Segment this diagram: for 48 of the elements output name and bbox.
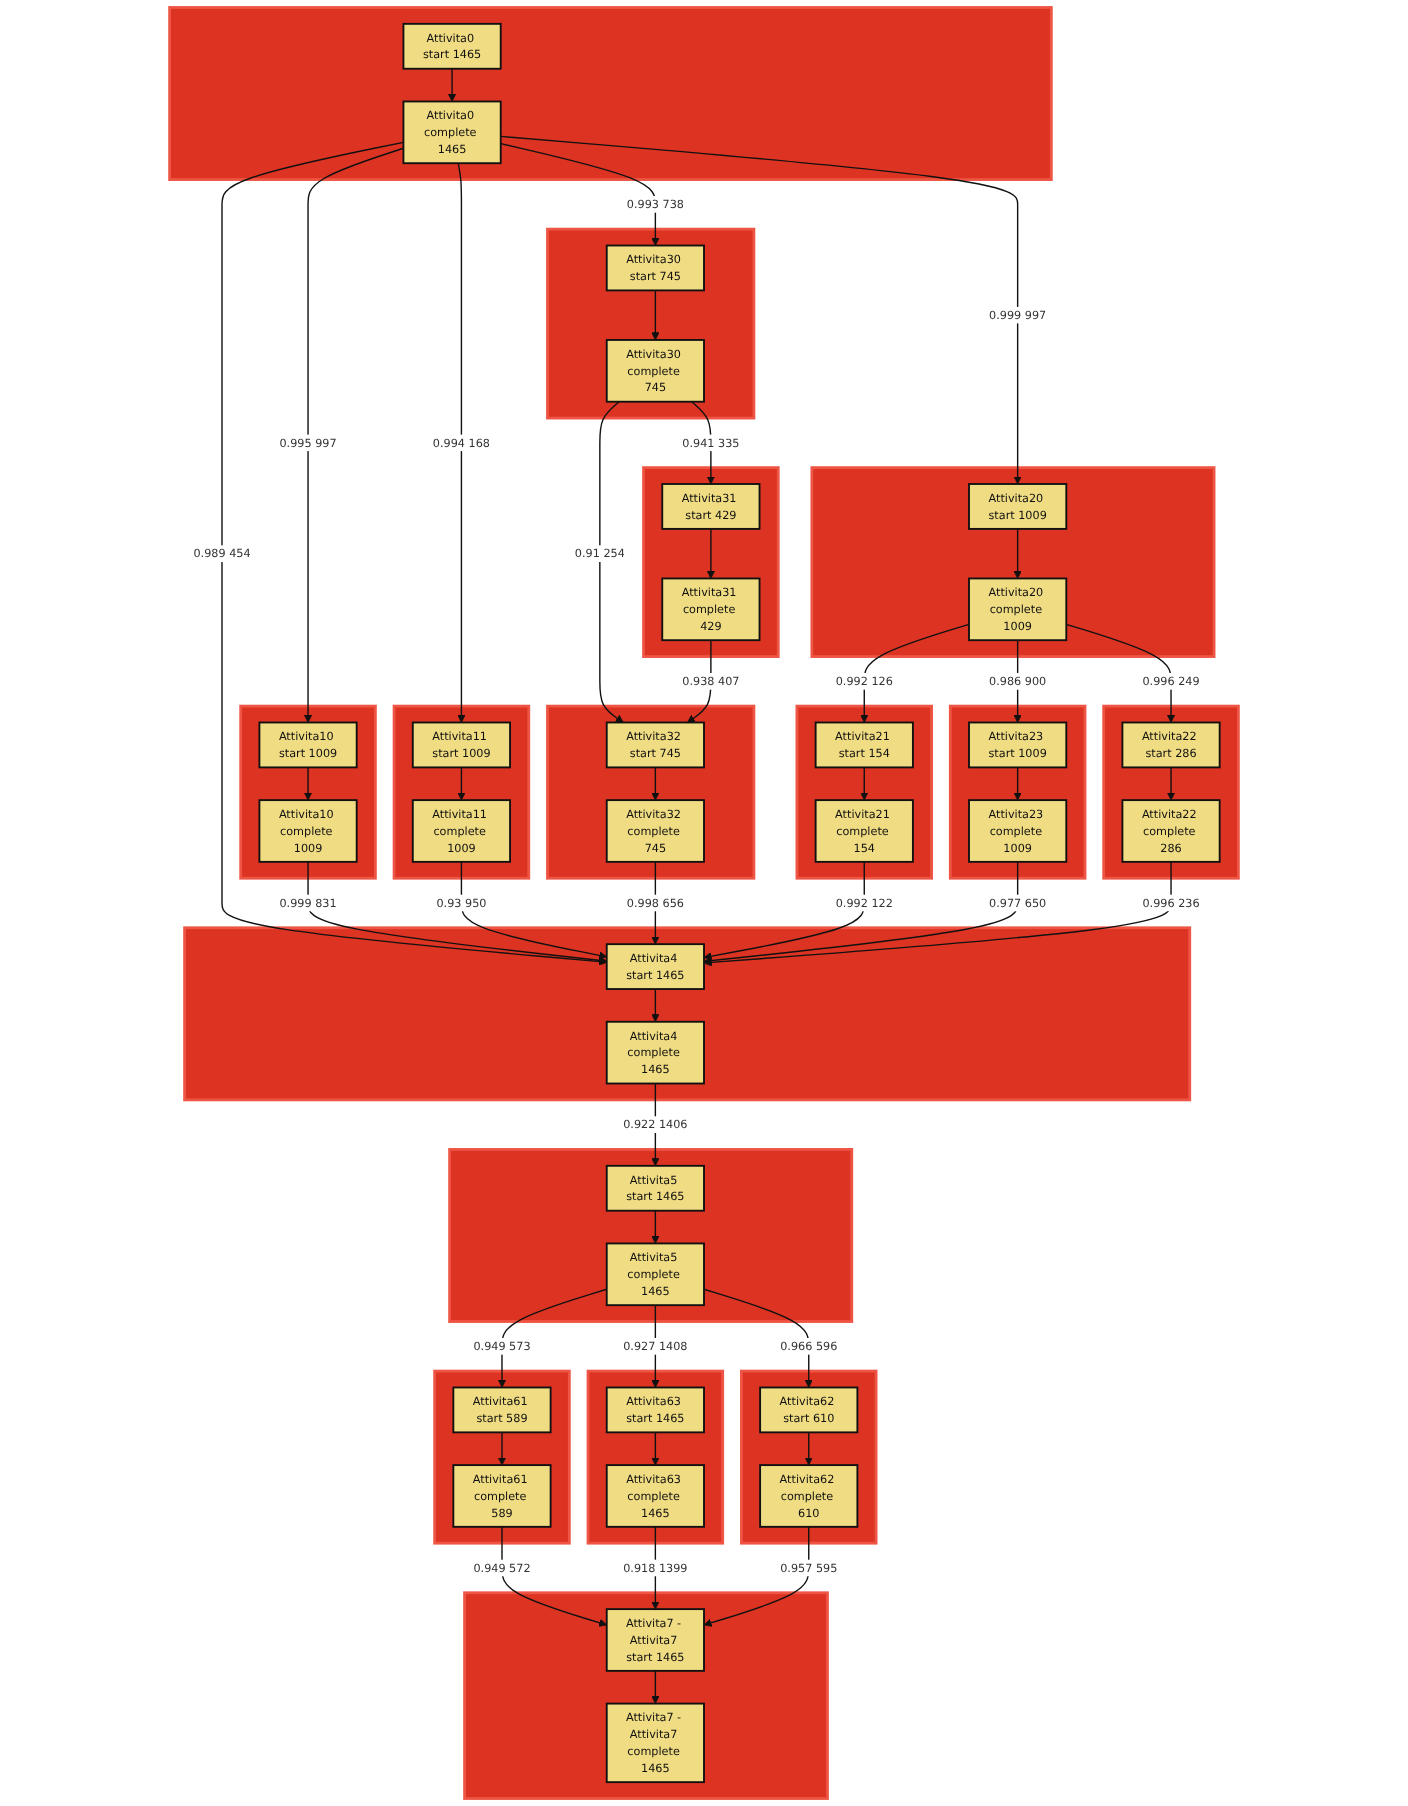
arrow: [457, 162, 466, 723]
arrow: [457, 766, 466, 801]
cluster: [795, 704, 933, 880]
cluster: [740, 1369, 878, 1545]
arrow: [703, 1288, 813, 1388]
arrow: [1013, 528, 1022, 579]
arrow: [706, 528, 715, 579]
arrow: [599, 401, 624, 723]
arrow: [307, 861, 608, 965]
arrow: [500, 142, 660, 246]
arrow: [703, 1526, 810, 1627]
arrow: [460, 861, 608, 960]
arrow: [221, 141, 608, 966]
arrow: [651, 766, 660, 801]
cluster: [948, 704, 1087, 880]
arrow: [703, 861, 865, 961]
arrow: [1013, 766, 1022, 801]
arrow: [651, 1431, 660, 1466]
cluster: [183, 926, 1192, 1102]
arrow: [447, 68, 457, 102]
arrow: [1166, 766, 1176, 801]
cluster: [546, 704, 756, 880]
cluster: [448, 1148, 854, 1323]
cluster: [392, 704, 531, 880]
arrow: [497, 1288, 608, 1388]
arrow: [703, 861, 1019, 965]
arrow: [651, 289, 660, 341]
arrow: [1065, 623, 1176, 723]
arrow: [497, 1431, 507, 1466]
arrow: [703, 861, 1172, 967]
cluster: [586, 1369, 725, 1545]
arrow: [303, 766, 313, 801]
arrow: [303, 147, 405, 723]
arrow: [651, 988, 660, 1023]
cluster: [546, 227, 756, 420]
arrow: [860, 623, 970, 723]
arrow: [804, 1431, 813, 1466]
cluster: [168, 6, 1053, 181]
cluster: [433, 1369, 571, 1545]
arrow: [651, 1670, 660, 1704]
cluster: [810, 466, 1216, 658]
cluster: [463, 1591, 829, 1800]
arrow: [860, 766, 869, 801]
arrow: [501, 1526, 608, 1627]
cluster: [1102, 704, 1240, 880]
cluster: [239, 704, 377, 880]
cluster: [642, 466, 780, 658]
arrow: [651, 1210, 660, 1244]
